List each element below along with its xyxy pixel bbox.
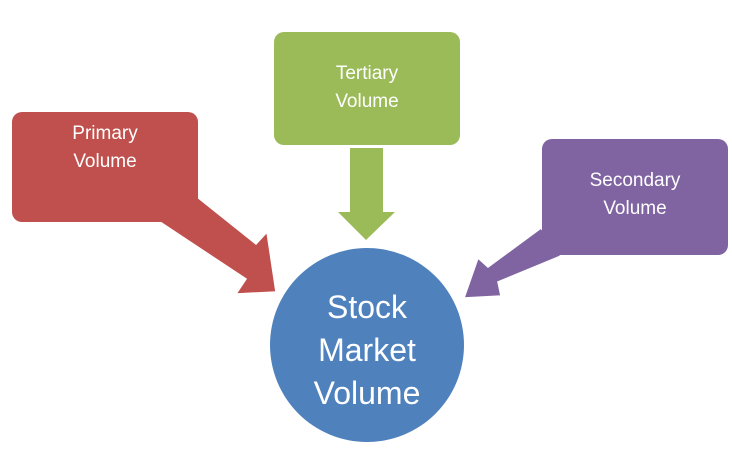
secondary-volume-label-line-1: Secondary <box>589 170 681 191</box>
center-label-line-2: Market <box>318 332 416 368</box>
primary-volume-label-line-2: Volume <box>73 151 137 172</box>
tertiary-arrow <box>338 148 395 240</box>
stock-market-volume-circle: Stock Market Volume <box>270 248 464 442</box>
secondary-volume-box: Secondary Volume <box>542 139 728 255</box>
primary-volume-label-line-1: Primary <box>72 123 138 144</box>
tertiary-volume-label-line-1: Tertiary <box>335 63 399 84</box>
tertiary-volume-box: Tertiary Volume <box>274 32 460 145</box>
tertiary-volume-label-line-2: Volume <box>335 91 399 112</box>
center-label-line-1: Stock <box>326 289 408 325</box>
center-label-line-3: Volume <box>313 375 421 411</box>
primary-volume-box: Primary Volume <box>12 112 198 222</box>
secondary-volume-label-line-2: Volume <box>603 198 667 219</box>
secondary-arrow <box>462 226 563 299</box>
